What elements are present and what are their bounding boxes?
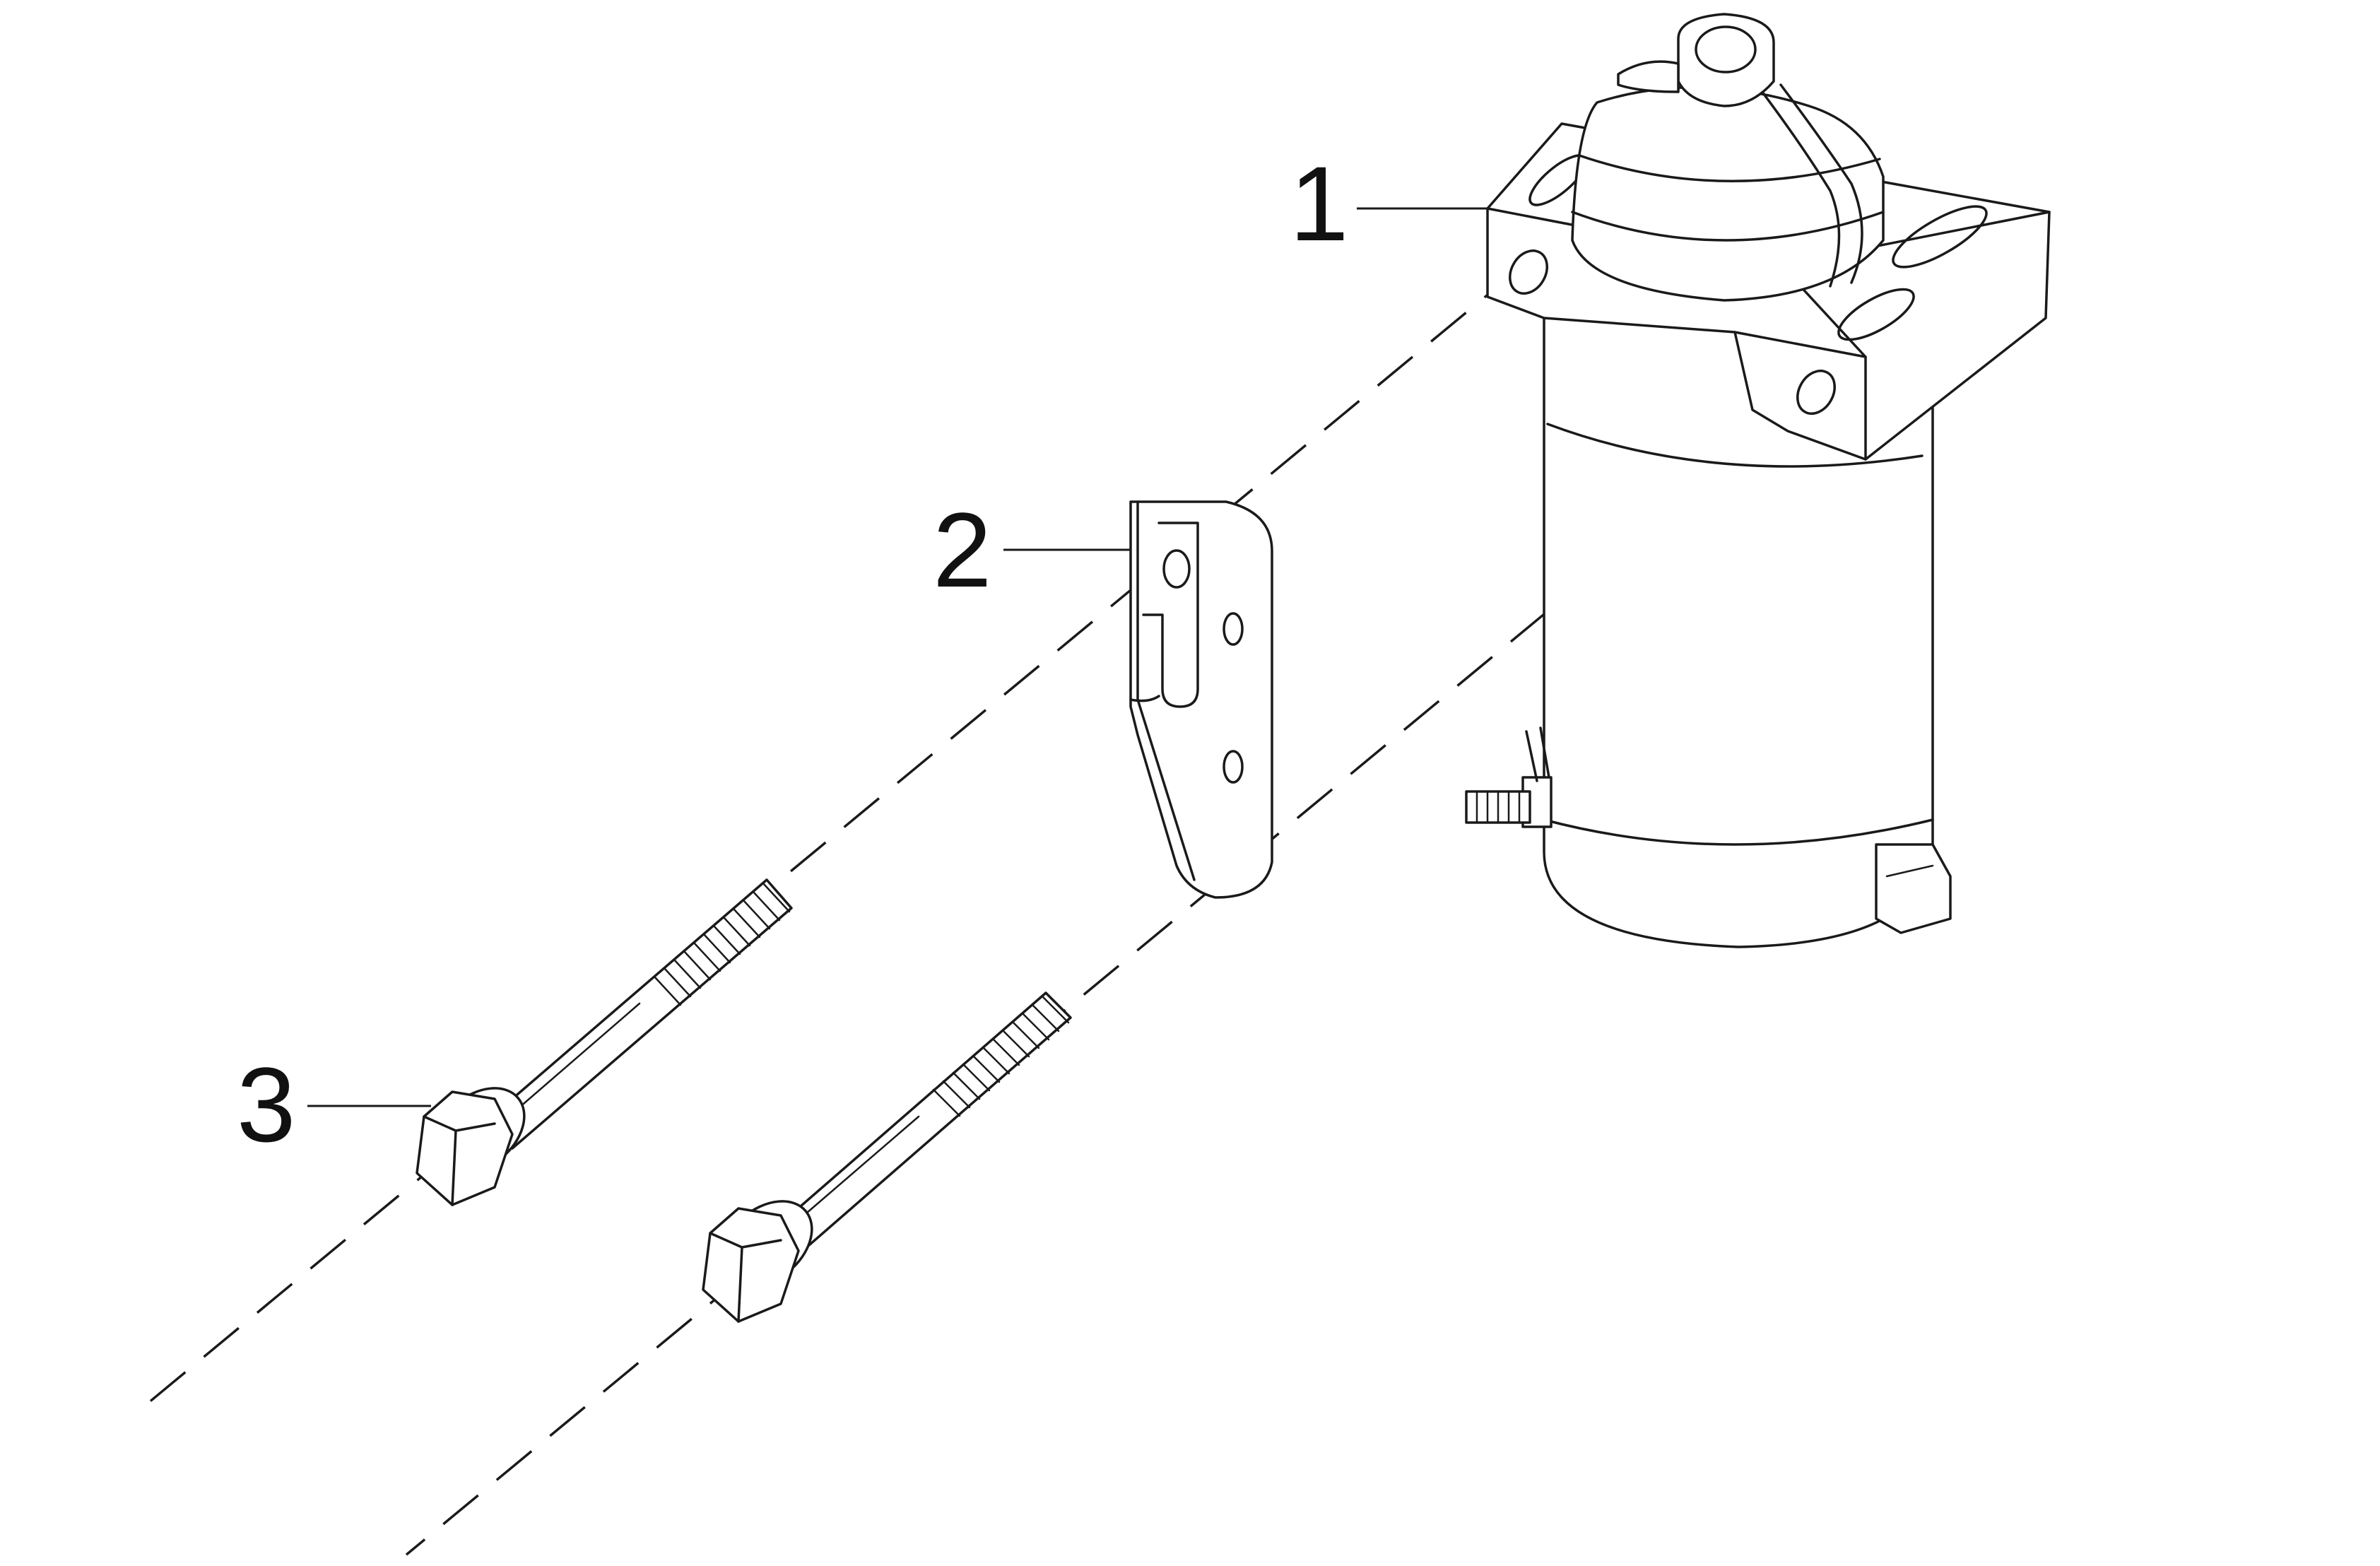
bolt-lower-shank (772, 991, 1072, 1256)
centerline-upper (147, 267, 1521, 1404)
bracket-hole-lower (1223, 750, 1244, 784)
callout-2: 2 (933, 490, 1131, 609)
motor-clip-detail (1885, 864, 1934, 878)
motor-end-cap-line (1543, 818, 1934, 846)
flange-slot-rear (1892, 205, 1988, 269)
bolt-lower-hex-head (702, 1207, 800, 1323)
bracket-slot-hole (1162, 549, 1191, 589)
callout-1: 1 (1290, 144, 1488, 263)
part-mounting-bracket (1129, 500, 1273, 899)
flange-step (1733, 331, 1867, 358)
part-flange-bolt-lower (702, 991, 1072, 1323)
bolt-upper-shank-highlight (507, 1002, 641, 1118)
part-flange-bolt-upper (416, 878, 793, 1206)
part-starter-motor (1465, 13, 2051, 948)
gear-housing-ring-upper (1578, 154, 1881, 183)
motor-upper-band (1546, 423, 1924, 468)
callout-1-label: 1 (1290, 144, 1348, 263)
bracket-plate (1129, 500, 1273, 899)
bolt-lower-threads (932, 995, 1070, 1117)
bracket-hole-upper (1223, 612, 1244, 646)
bolt-upper-hex-face (423, 1115, 496, 1206)
boss-wing-left (1617, 60, 1680, 93)
callout-2-label: 2 (933, 490, 991, 609)
flange-hole-right (1796, 370, 1836, 415)
bolt-upper-shank (486, 878, 793, 1150)
gear-housing-ring (1571, 211, 1885, 242)
callout-3: 3 (237, 1045, 431, 1164)
housing-rib (1779, 83, 1863, 284)
flange-slot-front (1837, 288, 1915, 341)
bolt-lower-shank-highlight (790, 1115, 920, 1228)
terminal-stud (1465, 726, 1553, 828)
flange-hole-left (1509, 249, 1548, 295)
bracket-slot (1142, 522, 1199, 708)
housing-rib-inner (1758, 87, 1841, 288)
bracket-inner-edge (1129, 695, 1160, 702)
bolt-upper-threads (653, 882, 791, 1006)
motor-gear-housing (1571, 86, 1885, 302)
top-boss-opening (1695, 25, 1757, 73)
callout-3-label: 3 (237, 1045, 295, 1164)
motor-side-clip (1875, 843, 1952, 934)
bolt-lower-hex-face (709, 1232, 782, 1323)
bolt-upper-hex-head (416, 1090, 514, 1206)
